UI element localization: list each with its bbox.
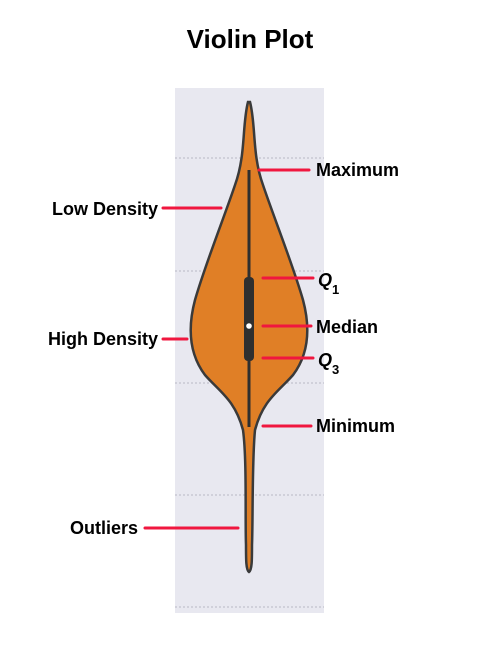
median-dot — [246, 323, 252, 329]
label-q3: Q3 — [318, 350, 339, 377]
label-q1: Q1 — [318, 270, 339, 297]
label-median: Median — [316, 317, 378, 337]
pointer-lines — [143, 168, 315, 530]
label-high-density: High Density — [48, 329, 158, 349]
label-outliers: Outliers — [70, 518, 138, 538]
label-q1-letter: Q — [318, 270, 332, 290]
gridlines — [175, 157, 324, 608]
diagram-title: Violin Plot — [187, 24, 314, 54]
label-minimum: Minimum — [316, 416, 395, 436]
label-q3-subscript: 3 — [332, 362, 339, 377]
label-maximum: Maximum — [316, 160, 399, 180]
label-q1-subscript: 1 — [332, 282, 339, 297]
label-q3-letter: Q — [318, 350, 332, 370]
label-low-density: Low Density — [52, 199, 158, 219]
iqr-box — [244, 277, 254, 361]
